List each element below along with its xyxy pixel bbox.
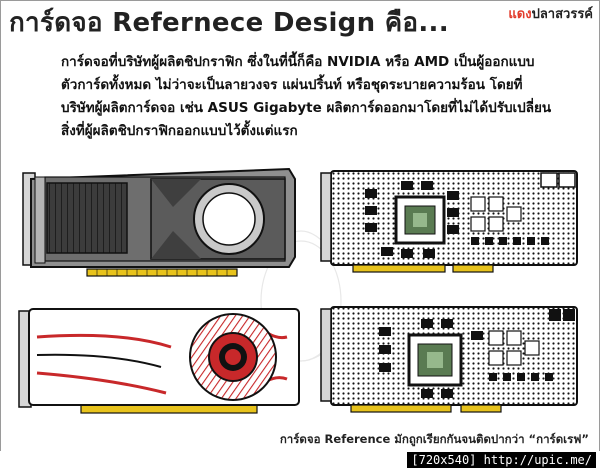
caption: การ์ดจอ Reference มักถูกเรียกกันจนติดปาก… bbox=[279, 432, 589, 446]
image-host-label[interactable]: [720x540] http://upic.me/ bbox=[407, 452, 596, 468]
nvidia-reference-card-illustration bbox=[22, 167, 296, 277]
amd-pcb-illustration bbox=[320, 306, 578, 413]
description-paragraph: การ์ดจอที่บริษัทผู้ผลิตชิปกราฟิก ซึ่งในท… bbox=[61, 51, 591, 143]
description-line: การ์ดจอที่บริษัทผู้ผลิตชิปกราฟิก ซึ่งในท… bbox=[61, 54, 535, 70]
description-line: สิ่งที่ผู้ผลิตชิปกราฟิกออกแบบไว้ตั้งแต่แ… bbox=[61, 123, 298, 139]
infographic-frame: การ์ดจอ Refernece Design คือ... แดงปลาสว… bbox=[0, 0, 600, 452]
description-line: บริษัทผู้ผลิตการ์ดจอ เช่น ASUS Gigabyte … bbox=[61, 100, 552, 116]
brand-accent: แดง bbox=[508, 7, 532, 22]
illustrations bbox=[18, 167, 578, 414]
brand-rest: ปลาสวรรค์ bbox=[531, 7, 593, 22]
amd-reference-card-illustration bbox=[18, 308, 300, 414]
nvidia-pcb-illustration bbox=[320, 170, 578, 273]
image-host-footer: [720x540] http://upic.me/ bbox=[0, 451, 600, 469]
brand-watermark: แดงปลาสวรรค์ bbox=[508, 3, 593, 24]
page-title: การ์ดจอ Refernece Design คือ... bbox=[9, 8, 449, 38]
description-line: ตัวการ์ดทั้งหมด ไม่ว่าจะเป็นลายวงจร แผ่น… bbox=[61, 77, 523, 93]
